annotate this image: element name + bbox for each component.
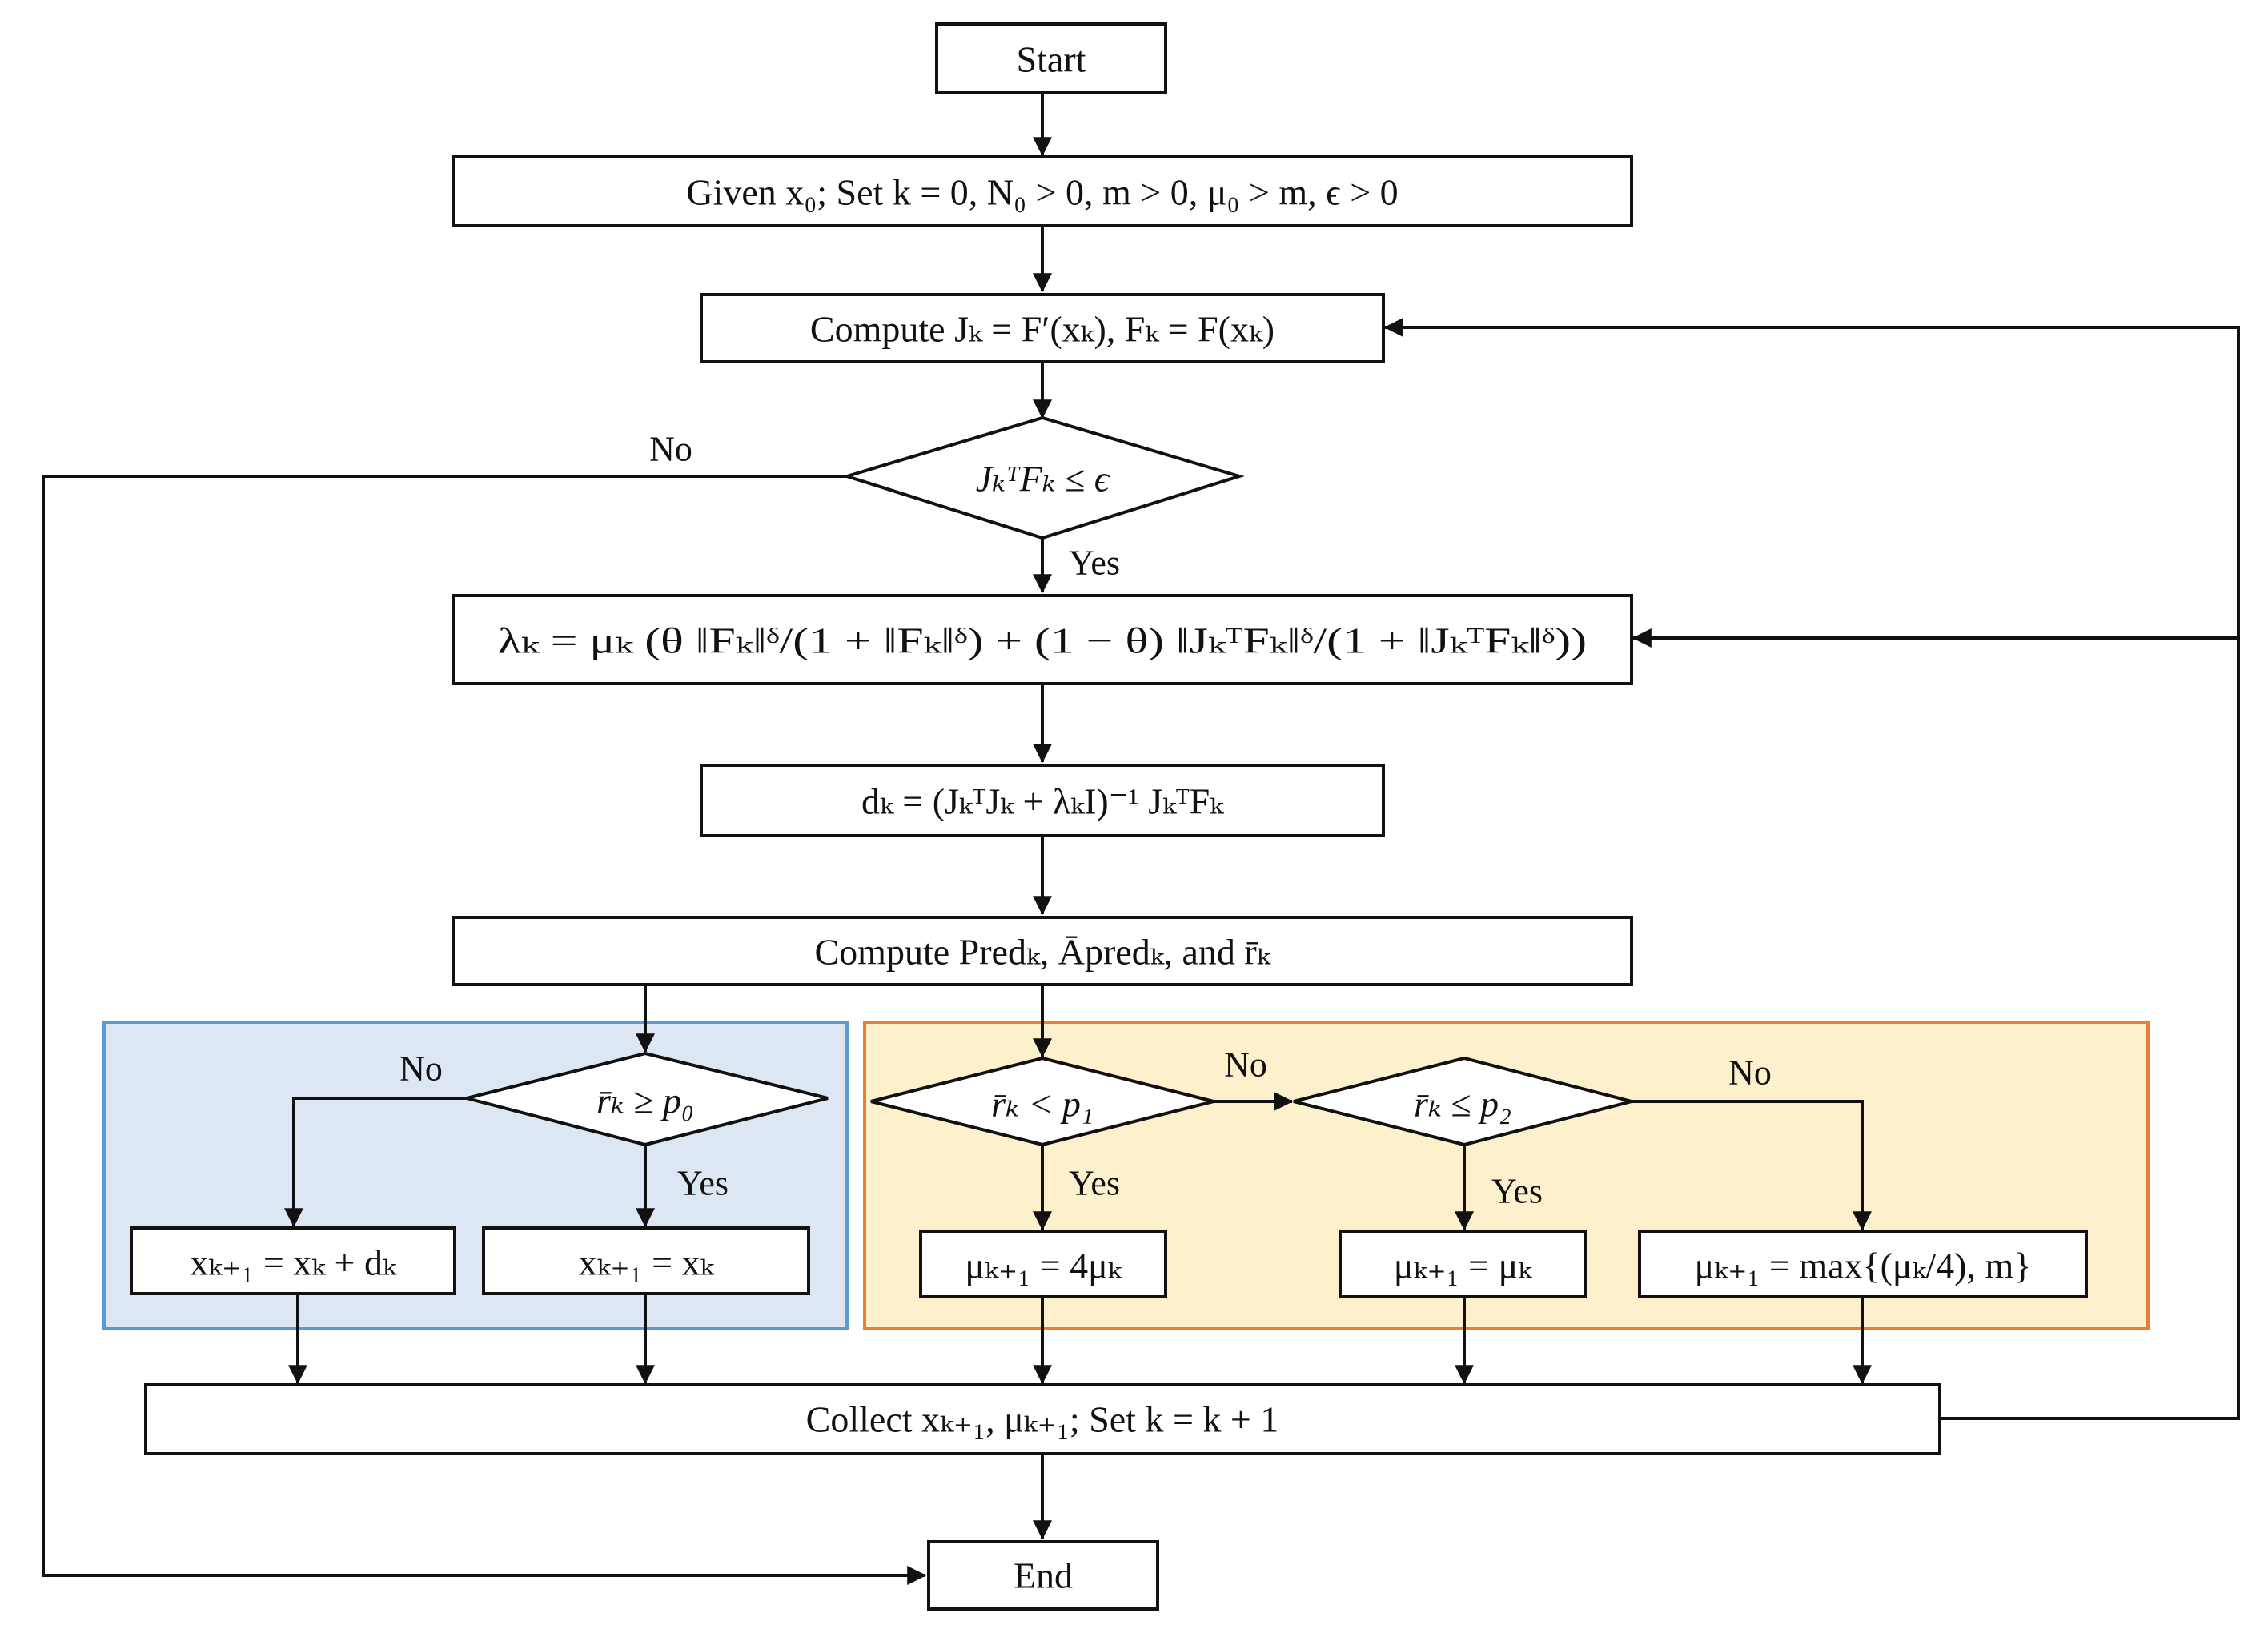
compute-jacobian-label: Compute Jₖ = F′(xₖ), Fₖ = F(xₖ) — [810, 309, 1274, 350]
check-p0-diamond — [466, 1051, 829, 1147]
compute-ratio-label: Compute Predₖ, Āpredₖ, and r̄ₖ — [814, 932, 1270, 973]
mu-increase-label: μₖ₊₁ = 4μₖ — [965, 1246, 1122, 1286]
step-reject-box — [482, 1226, 810, 1295]
direction-label: dₖ = (JₖᵀJₖ + λₖI)⁻¹ JₖᵀFₖ — [861, 781, 1224, 822]
edge-convergence-no — [42, 475, 927, 1585]
node-labels: Start Given x₀; Set k = 0, N₀ > 0, m > 0… — [190, 39, 2031, 1596]
direction-box — [700, 764, 1385, 837]
init-label: Given x₀; Set k = 0, N₀ > 0, m > 0, μ₀ >… — [686, 172, 1398, 213]
step-reject-label: xₖ₊₁ = xₖ — [579, 1242, 715, 1283]
check-p2-label: r̄ₖ ≤ p₂ — [1414, 1084, 1511, 1125]
convergence-no-label: No — [649, 430, 692, 469]
collect-box — [144, 1383, 1941, 1455]
start-box — [935, 22, 1167, 94]
collect-label: Collect xₖ₊₁, μₖ₊₁; Set k = k + 1 — [806, 1399, 1279, 1440]
check-p1-label: r̄ₖ < p₁ — [991, 1084, 1094, 1125]
edges — [42, 93, 2240, 1585]
p2-yes-label: Yes — [1491, 1172, 1543, 1211]
p1-no-label: No — [1224, 1045, 1267, 1085]
p2-no-label: No — [1728, 1053, 1772, 1093]
edge-loop-back-compute — [1383, 318, 2240, 1420]
init-box — [452, 155, 1633, 227]
mu-increase-box — [919, 1230, 1167, 1298]
edge-p2-no — [1632, 1100, 1872, 1231]
check-convergence-diamond — [841, 415, 1245, 540]
p0-yes-label: Yes — [677, 1164, 729, 1203]
check-p2-diamond — [1293, 1056, 1638, 1147]
check-convergence-label: JₖᵀFₖ ≤ ϵ — [976, 459, 1111, 500]
step-accept-label: xₖ₊₁ = xₖ + dₖ — [190, 1242, 397, 1283]
mu-decrease-box — [1638, 1230, 2088, 1298]
end-box — [927, 1540, 1159, 1611]
mu-decrease-label: μₖ₊₁ = max{(μₖ/4), m} — [1695, 1246, 2032, 1286]
edge-labels: No Yes No Yes No Yes No Yes — [399, 430, 1772, 1211]
mu-keep-label: μₖ₊₁ = μₖ — [1394, 1246, 1532, 1286]
convergence-yes-label: Yes — [1069, 544, 1120, 583]
end-label: End — [1014, 1555, 1073, 1596]
nodes — [130, 22, 2088, 1611]
compute-jacobian-box — [700, 293, 1385, 363]
lambda-box — [452, 594, 1633, 685]
compute-ratio-box — [452, 916, 1633, 986]
start-label: Start — [1017, 39, 1086, 80]
p1-yes-label: Yes — [1069, 1164, 1120, 1203]
check-p0-label: r̄ₖ ≥ p₀ — [596, 1081, 694, 1121]
check-p1-diamond — [870, 1056, 1214, 1147]
step-accept-box — [130, 1226, 456, 1295]
mu-keep-box — [1339, 1230, 1587, 1298]
edge-p0-no — [284, 1097, 467, 1228]
lambda-label: λₖ = μₖ (θ ‖Fₖ‖ᵟ/(1 + ‖Fₖ‖ᵟ) + (1 − θ) ‖… — [498, 620, 1587, 661]
p0-no-label: No — [399, 1049, 443, 1089]
